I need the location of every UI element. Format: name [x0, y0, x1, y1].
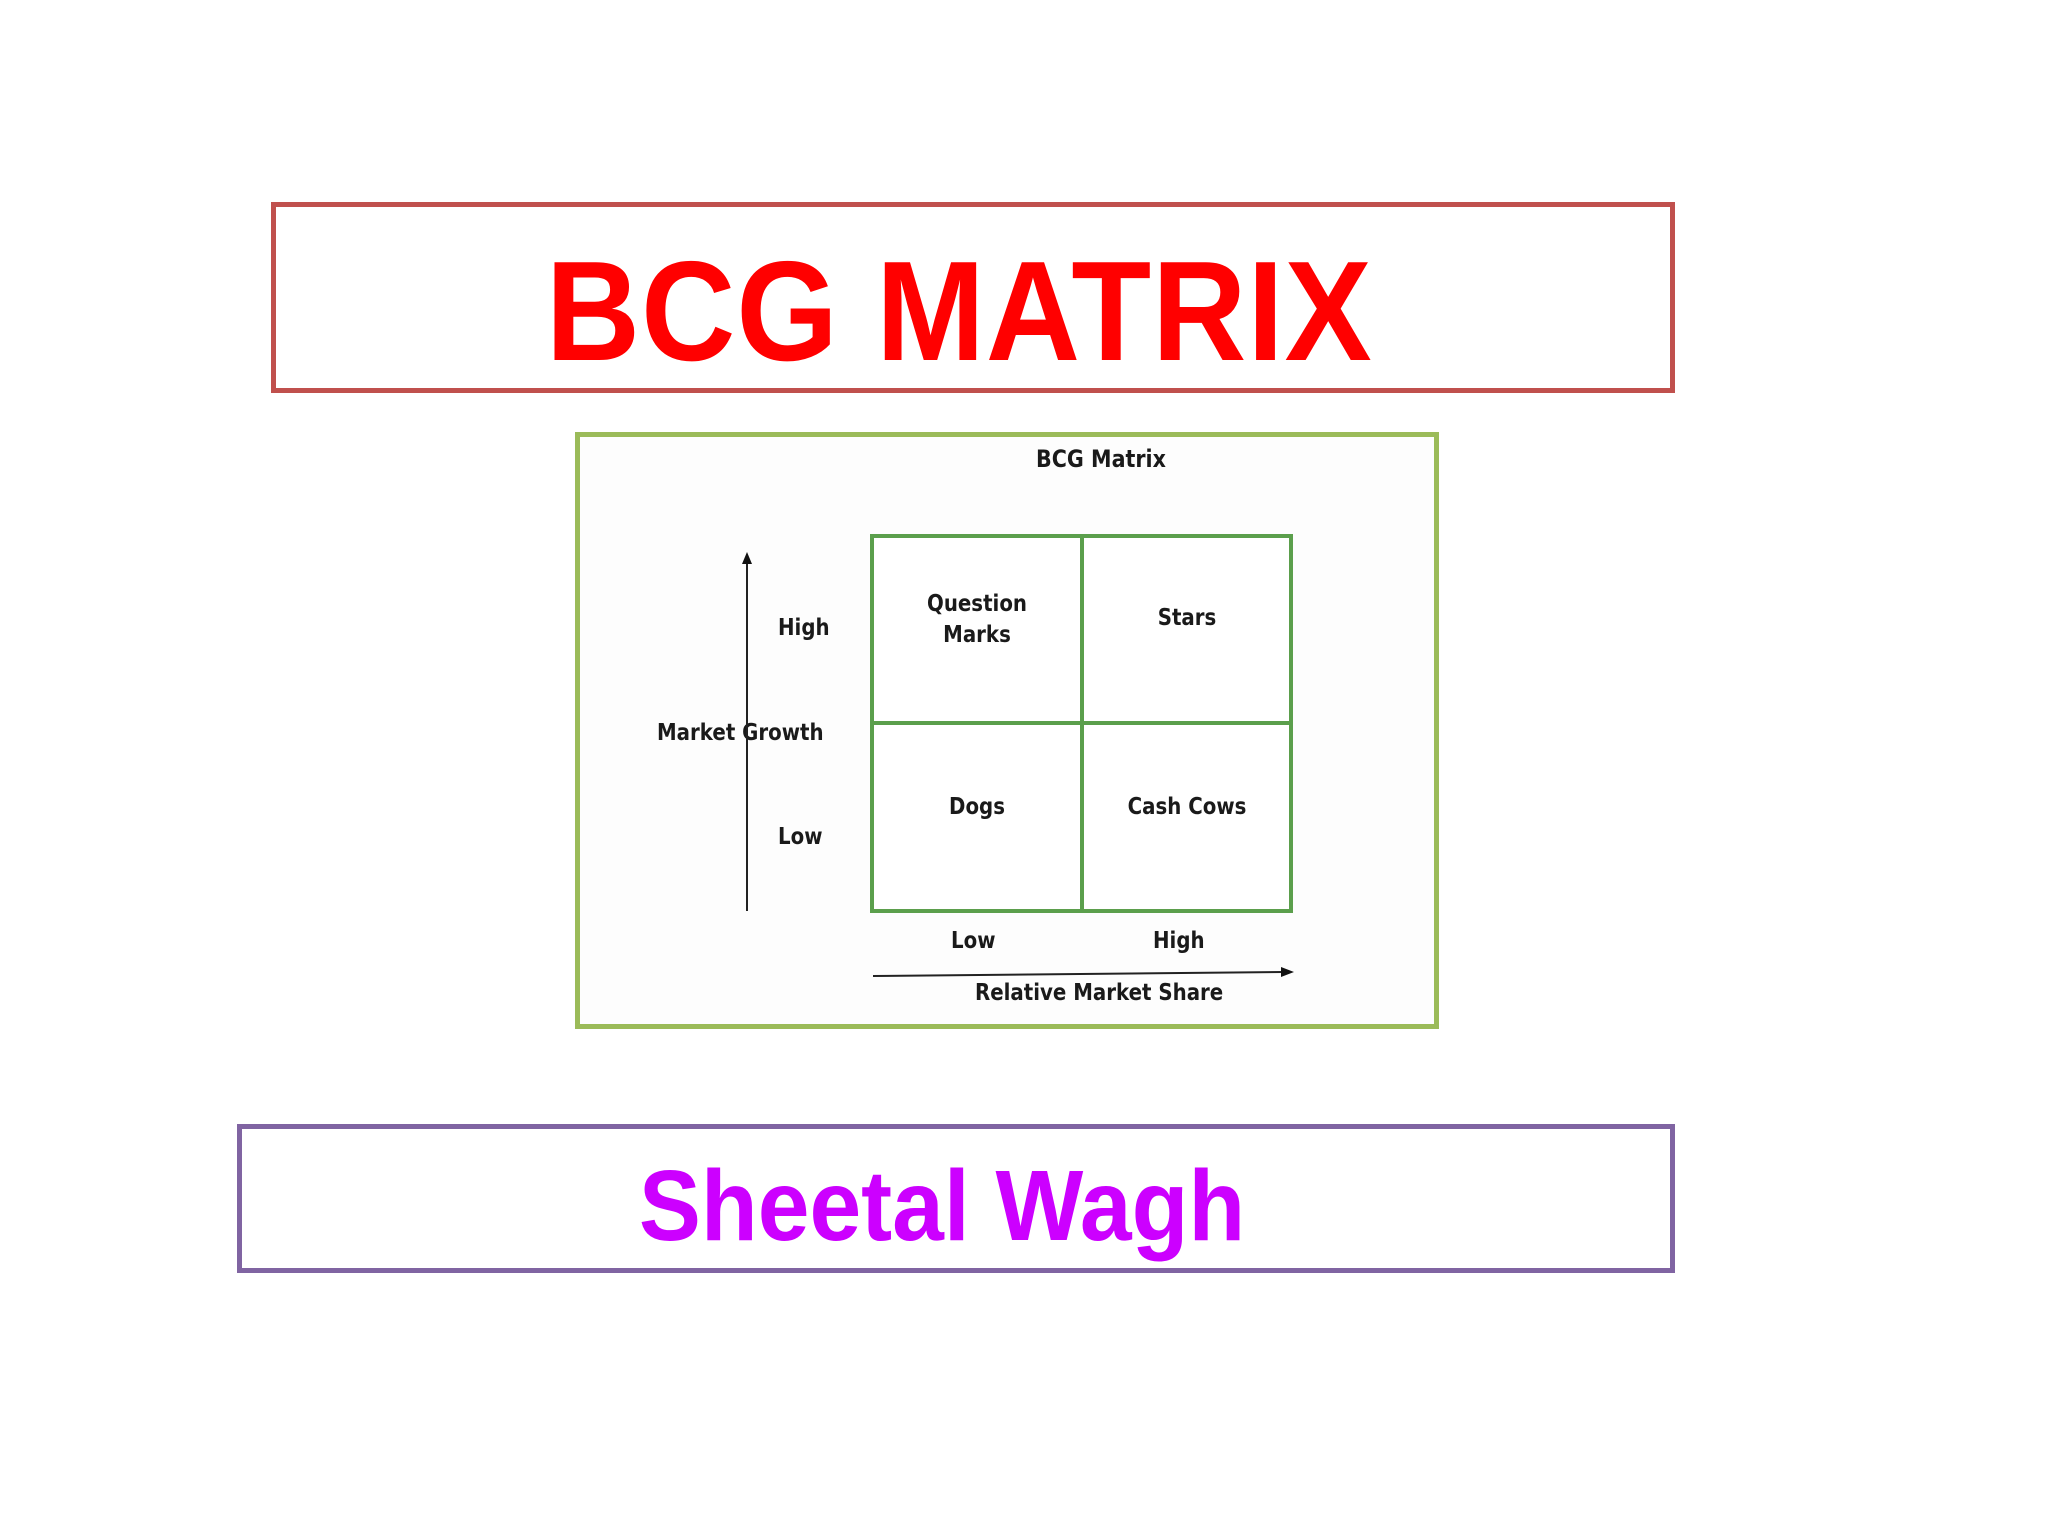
diagram-heading: BCG Matrix	[1036, 445, 1166, 473]
x-axis-title: Relative Market Share	[975, 980, 1224, 1006]
author-box: Sheetal Wagh	[237, 1124, 1675, 1273]
y-axis-high-label: High	[778, 615, 830, 641]
author-name: Sheetal Wagh	[638, 1150, 1246, 1262]
page-title: BCG MATRIX	[545, 232, 1373, 391]
quadrant-dogs: Dogs	[949, 794, 1005, 820]
title-box: BCG MATRIX	[271, 202, 1675, 393]
quadrant-cash-cows: Cash Cows	[1127, 794, 1247, 820]
x-axis-high-label: High	[1153, 928, 1205, 954]
grid-horizontal-divider	[870, 721, 1293, 725]
y-axis-low-label: Low	[778, 824, 823, 850]
x-axis-low-label: Low	[951, 928, 996, 954]
quadrant-question-marks-line1: Question	[926, 591, 1028, 617]
quadrant-question-marks-line2: Marks	[943, 622, 1011, 648]
y-axis-title: Market Growth	[657, 720, 824, 746]
quadrant-stars: Stars	[1157, 605, 1217, 631]
